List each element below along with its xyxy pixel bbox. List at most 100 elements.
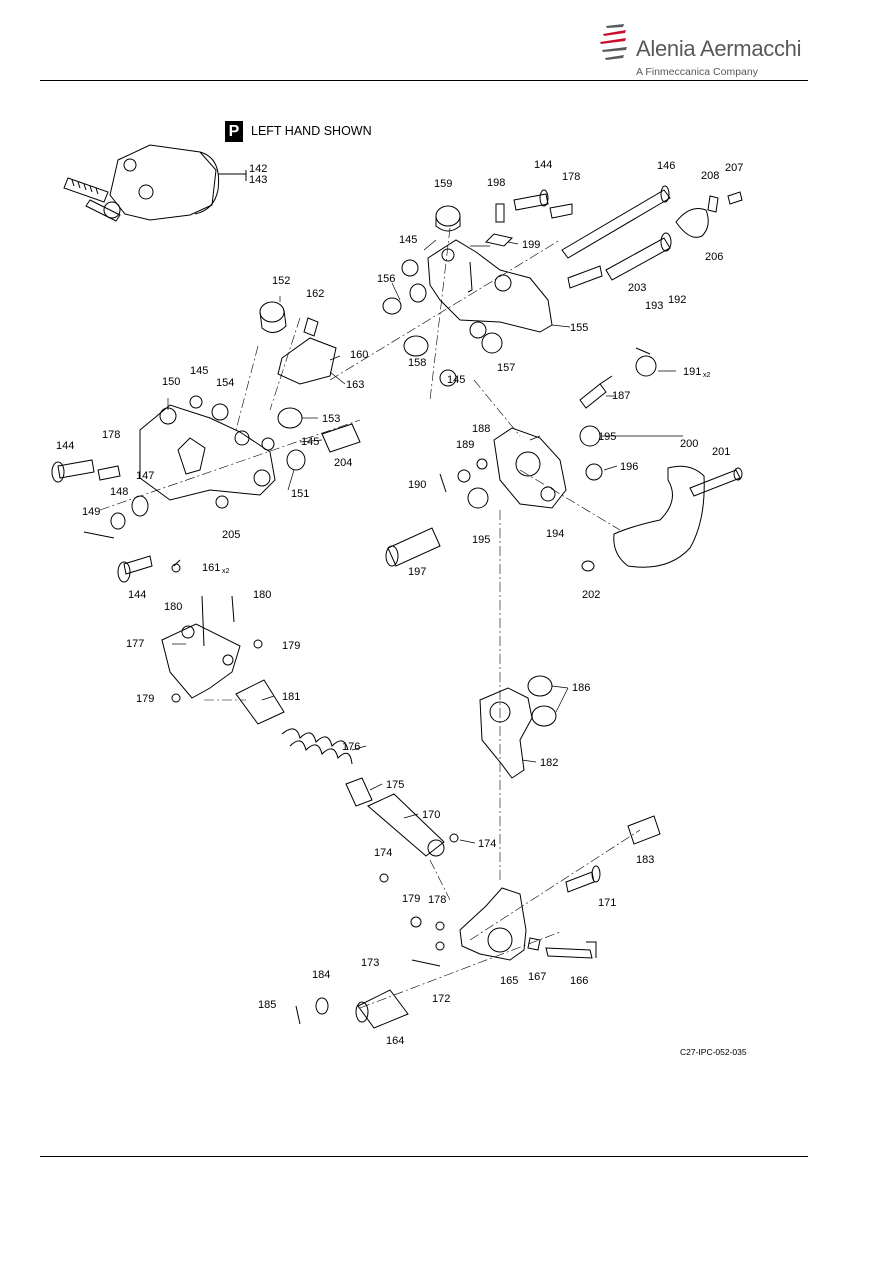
housing-assembly-illustration: [63, 144, 247, 222]
callout-174: 174: [374, 847, 392, 859]
callout-204: 204: [334, 457, 352, 469]
callout-145: 145: [399, 234, 417, 246]
callout-144: 144: [56, 440, 74, 452]
callout-145: 145: [301, 436, 319, 448]
view-note: LEFT HAND SHOWN: [251, 124, 372, 138]
callout-144: 144: [534, 159, 552, 171]
callout-166: 166: [570, 975, 588, 987]
callout-178: 178: [562, 171, 580, 183]
callout-178: 178: [428, 894, 446, 906]
callout-167: 167: [528, 971, 546, 983]
callout-200: 200: [680, 438, 698, 450]
callout-177: 177: [126, 638, 144, 650]
callout-156: 156: [377, 273, 395, 285]
callout-147: 147: [136, 470, 154, 482]
callout-144: 144: [128, 589, 146, 601]
callout-149: 149: [82, 506, 100, 518]
lower-bracket-illustration: [51, 301, 361, 583]
callout-176: 176: [342, 741, 360, 753]
callout-quantity-suffix: x2: [222, 568, 230, 575]
callout-192: 192: [668, 294, 686, 306]
crank-arm-illustration: [385, 347, 743, 572]
callout-175: 175: [386, 779, 404, 791]
callout-184: 184: [312, 969, 330, 981]
callout-154: 154: [216, 377, 234, 389]
callout-145: 145: [447, 374, 465, 386]
callout-187: 187: [612, 390, 630, 402]
arrow-logo-icon: [600, 24, 627, 60]
callout-181: 181: [282, 691, 300, 703]
callout-199: 199: [522, 239, 540, 251]
callout-195: 195: [472, 534, 490, 546]
callout-206: 206: [705, 251, 723, 263]
callout-185: 185: [258, 999, 276, 1011]
callout-145: 145: [190, 365, 208, 377]
logo-name: Alenia Aermacchi: [636, 36, 802, 61]
callout-190: 190: [408, 479, 426, 491]
callout-160: 160: [350, 349, 368, 361]
callout-197: 197: [408, 566, 426, 578]
callout-191: 191: [683, 366, 701, 378]
callout-162: 162: [306, 288, 324, 300]
callout-quantity-suffix: x2: [703, 372, 711, 379]
callout-179: 179: [136, 693, 154, 705]
callout-179: 179: [282, 640, 300, 652]
callout-189: 189: [456, 439, 474, 451]
callout-143: 143: [249, 174, 267, 186]
callout-179: 179: [402, 893, 420, 905]
callout-195: 195: [598, 431, 616, 443]
alignment-lines: [99, 227, 641, 1009]
callout-142: 142: [249, 163, 267, 175]
callout-205: 205: [222, 529, 240, 541]
callout-182: 182: [540, 757, 558, 769]
lower-housing-illustration: [295, 865, 601, 1029]
header-rule: [40, 80, 808, 81]
callout-164: 164: [386, 1035, 404, 1047]
view-badge: P: [225, 121, 243, 142]
callout-159: 159: [434, 178, 452, 190]
callout-196: 196: [620, 461, 638, 473]
callout-146: 146: [657, 160, 675, 172]
callout-161: 161: [202, 562, 220, 574]
callout-194: 194: [546, 528, 564, 540]
callout-148: 148: [110, 486, 128, 498]
company-logo: Alenia Aermacchi A Finmeccanica Company: [596, 20, 801, 82]
lever-illustration: [479, 675, 661, 845]
callout-193: 193: [645, 300, 663, 312]
callout-173: 173: [361, 957, 379, 969]
callout-158: 158: [408, 357, 426, 369]
callout-155: 155: [570, 322, 588, 334]
callout-180: 180: [253, 589, 271, 601]
callout-202: 202: [582, 589, 600, 601]
callout-170: 170: [422, 809, 440, 821]
figure-reference: C27-IPC-052-035: [680, 1047, 747, 1057]
callout-150: 150: [162, 376, 180, 388]
callout-183: 183: [636, 854, 654, 866]
callout-186: 186: [572, 682, 590, 694]
footer-rule: [40, 1156, 808, 1157]
callout-180: 180: [164, 601, 182, 613]
callout-188: 188: [472, 423, 490, 435]
callout-172: 172: [432, 993, 450, 1005]
callout-208: 208: [701, 170, 719, 182]
callout-165: 165: [500, 975, 518, 987]
spring-assembly-illustration: [161, 595, 459, 883]
callout-174: 174: [478, 838, 496, 850]
callout-151: 151: [291, 488, 309, 500]
part-drawings: [51, 144, 743, 1029]
callout-207: 207: [725, 162, 743, 174]
logo-tagline: A Finmeccanica Company: [636, 66, 758, 78]
callout-153: 153: [322, 413, 340, 425]
callout-203: 203: [628, 282, 646, 294]
callout-201: 201: [712, 446, 730, 458]
callout-178: 178: [102, 429, 120, 441]
callout-152: 152: [272, 275, 290, 287]
callout-198: 198: [487, 177, 505, 189]
upper-bracket-illustration: [382, 185, 743, 387]
callout-171: 171: [598, 897, 616, 909]
leader-lines: [167, 239, 683, 844]
callout-157: 157: [497, 362, 515, 374]
